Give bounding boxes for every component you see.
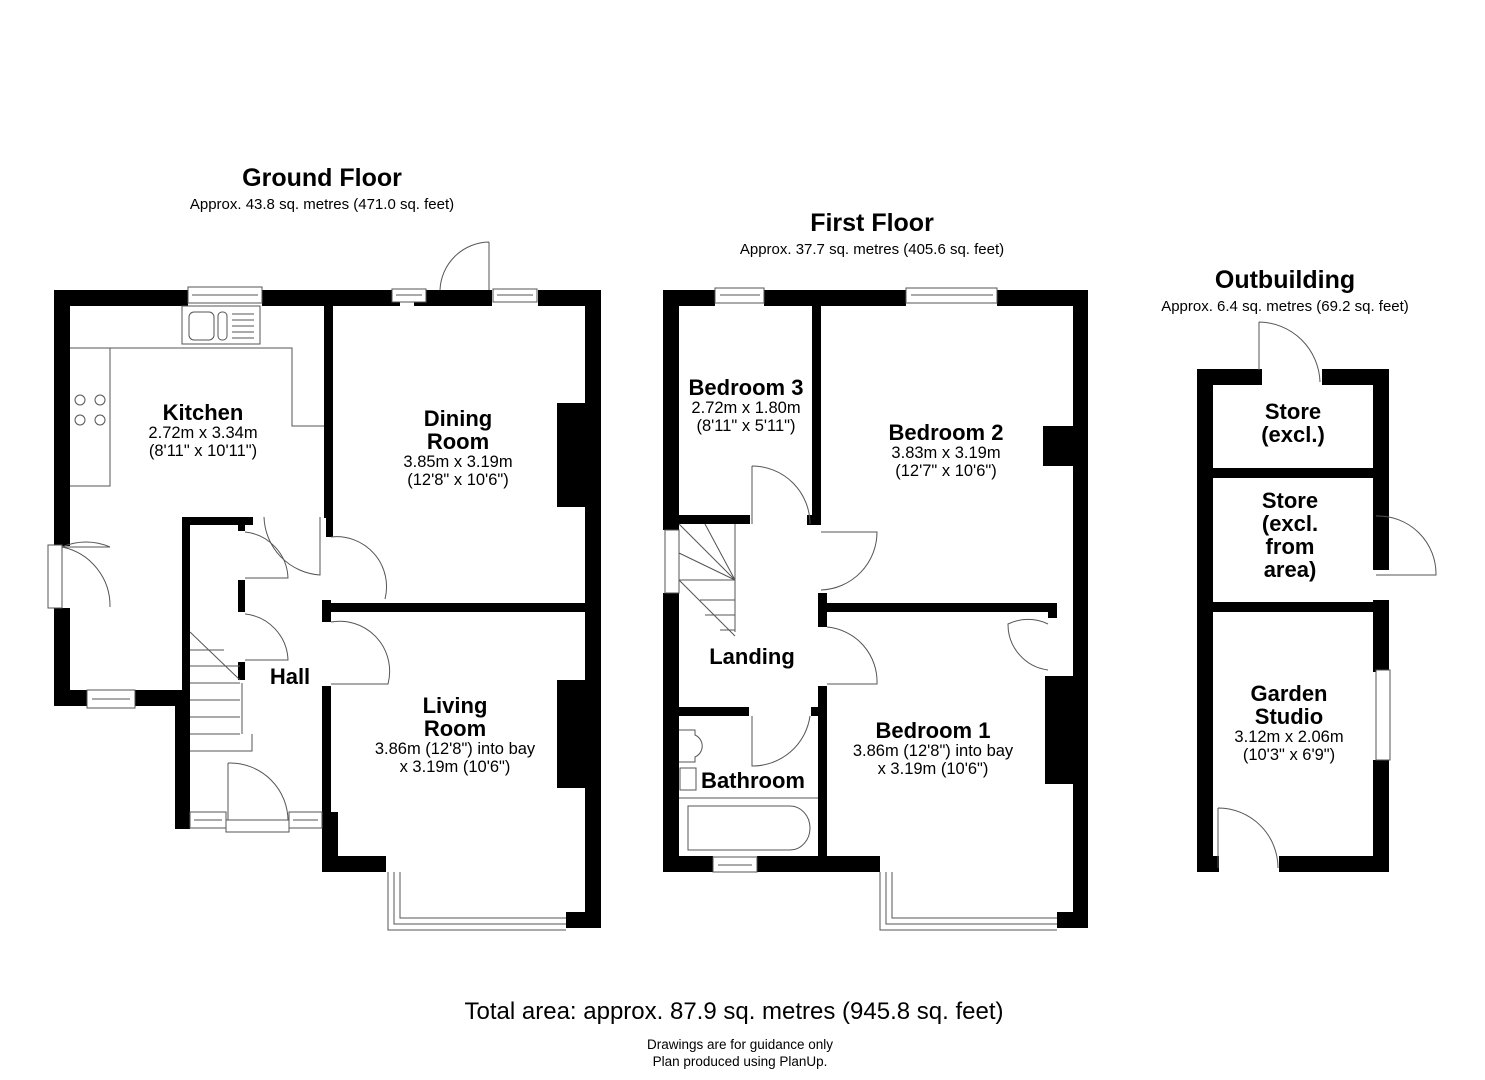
room-bedroom-2: Bedroom 2 3.83m x 3.19m (12'7" x 10'6") [888,420,1004,481]
ground-floor-walls [54,290,601,928]
room-store-excl-from-area: Store (excl. from area) [1261,488,1319,583]
ground-floor-area: Approx. 43.8 sq. metres (471.0 sq. feet) [189,196,455,213]
room-bedroom-1: Bedroom 1 3.86m (12'8") into bay x 3.19m… [852,718,1014,779]
outbuilding-walls [1197,369,1389,872]
outbuilding-fixtures [1217,321,1437,869]
room-landing: Landing [709,644,795,669]
first-floor-walls [663,290,1088,928]
guidance-note: Drawings are for guidance only [646,1037,834,1052]
room-bedroom-3: Bedroom 3 2.72m x 1.80m (8'11" x 5'11") [688,375,804,436]
ground-floor-fixtures [47,241,566,931]
room-bathroom: Bathroom [701,768,805,793]
outbuilding-area: Approx. 6.4 sq. metres (69.2 sq. feet) [1161,298,1409,315]
room-store-excl: Store (excl.) [1261,399,1325,448]
outbuilding-title: Outbuilding [1214,266,1356,294]
planup-credit: Plan produced using PlanUp. [652,1054,828,1069]
first-floor-fixtures [664,287,1057,931]
ground-floor-title: Ground Floor [242,164,402,192]
room-hall: Hall [269,664,311,689]
room-dining-room: Dining Room 3.85m x 3.19m (12'8" x 10'6"… [403,406,513,490]
room-kitchen: Kitchen 2.72m x 3.34m (8'11" x 10'11") [148,400,258,461]
room-garden-studio: Garden Studio 3.12m x 2.06m (10'3" x 6'9… [1234,681,1344,765]
total-area: Total area: approx. 87.9 sq. metres (945… [464,998,1004,1025]
first-floor-area: Approx. 37.7 sq. metres (405.6 sq. feet) [739,241,1005,258]
room-living-room: Living Room 3.86m (12'8") into bay x 3.1… [374,693,536,777]
first-floor-title: First Floor [810,209,934,237]
